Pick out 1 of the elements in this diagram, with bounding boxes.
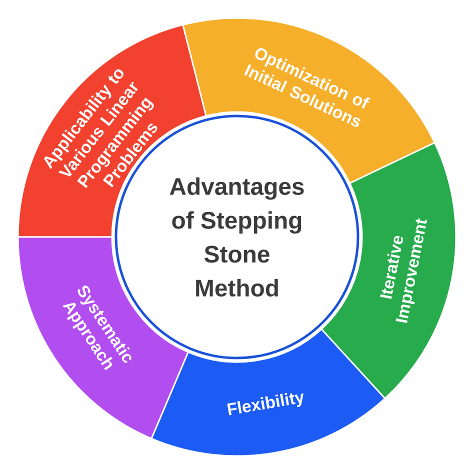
ring-segment: Flexibility xyxy=(150,328,386,457)
